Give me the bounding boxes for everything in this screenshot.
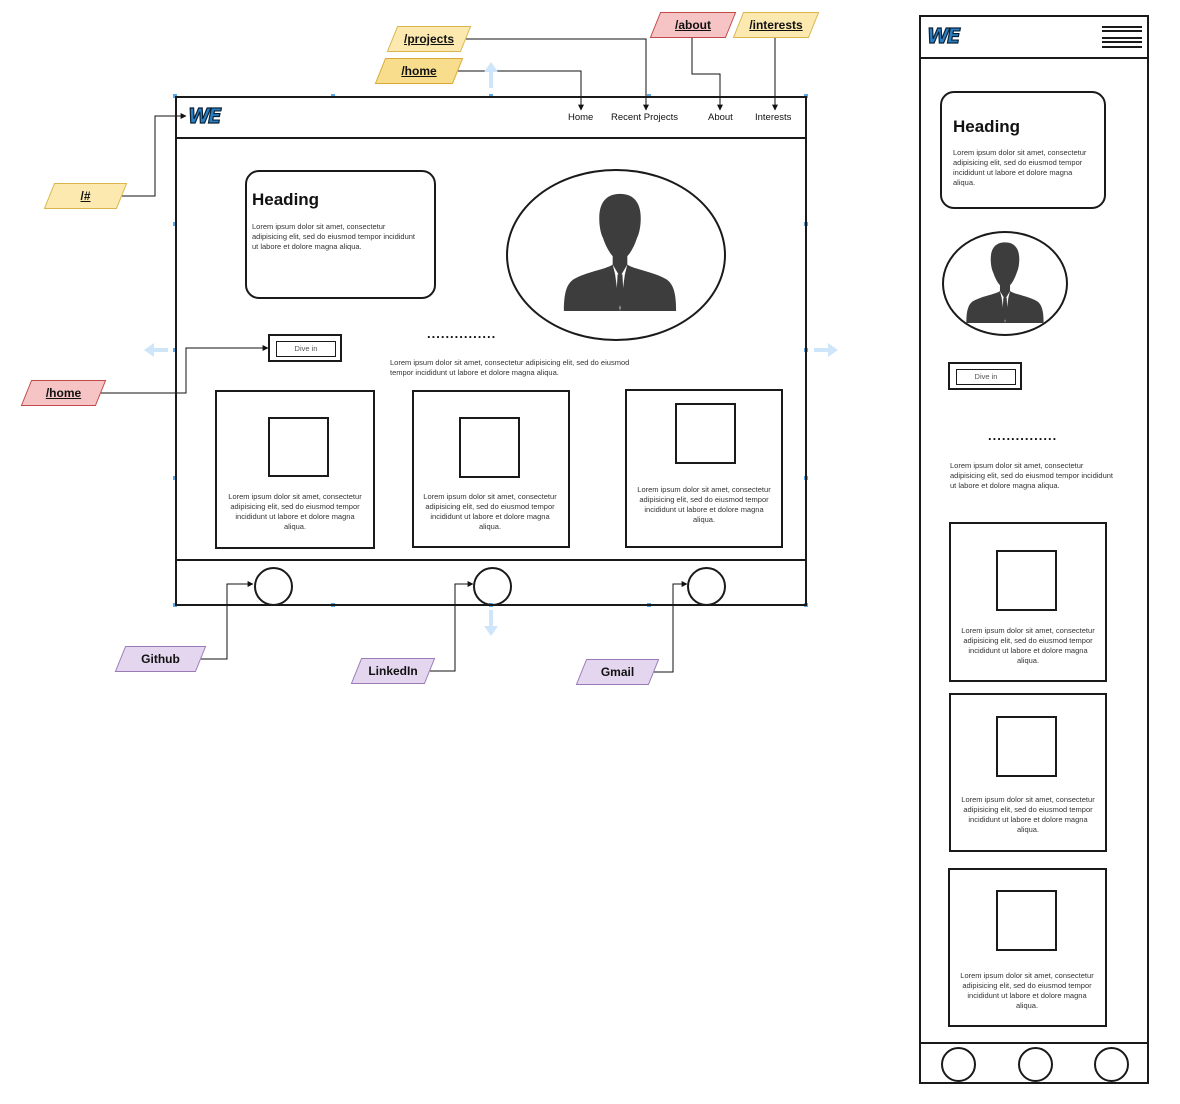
route-tag-home-nav: /home xyxy=(374,58,464,84)
card-text: Lorem ipsum dolor sit amet, consectetur … xyxy=(228,492,362,531)
card-text: Lorem ipsum dolor sit amet, consectetur … xyxy=(637,485,771,524)
route-tag-interests: /interests xyxy=(732,12,820,38)
route-tag-hash: /# xyxy=(43,183,128,209)
desktop-header-divider xyxy=(175,137,807,139)
card-image-placeholder xyxy=(459,417,520,478)
linkedin-icon[interactable] xyxy=(473,567,512,606)
mobile-dive-in-label: Dive in xyxy=(956,369,1016,385)
desktop-nav-recent-projects[interactable]: Recent Projects xyxy=(611,112,679,123)
desktop-footer-divider xyxy=(175,559,807,561)
route-tag-home-button: /home xyxy=(20,380,107,406)
card-image-placeholder xyxy=(996,550,1057,611)
github-icon[interactable] xyxy=(254,567,293,606)
mobile-linkedin-icon[interactable] xyxy=(1018,1047,1053,1082)
card-text: Lorem ipsum dolor sit amet, consectetur … xyxy=(960,971,1094,1010)
route-tag-about: /about xyxy=(649,12,737,38)
mobile-section-text: Lorem ipsum dolor sit amet, consectetur … xyxy=(950,461,1114,490)
card-image-placeholder xyxy=(996,890,1057,951)
desktop-section-text: Lorem ipsum dolor sit amet, consectetur … xyxy=(390,358,630,377)
desktop-heading-box xyxy=(245,170,436,299)
desktop-avatar xyxy=(506,169,726,341)
mobile-gmail-icon[interactable] xyxy=(1094,1047,1129,1082)
desktop-nav-interests[interactable]: Interests xyxy=(755,112,792,123)
mobile-heading-text: Lorem ipsum dolor sit amet, consectetur … xyxy=(953,148,1087,187)
mobile-wireframe xyxy=(919,15,1149,1084)
mobile-heading: Heading xyxy=(953,117,1021,136)
desktop-heading-text: Lorem ipsum dolor sit amet, consectetur … xyxy=(252,222,416,251)
mobile-header-divider xyxy=(919,57,1149,59)
mobile-card-2: Lorem ipsum dolor sit amet, consectetur … xyxy=(949,693,1107,852)
route-tag-projects: /projects xyxy=(386,26,472,52)
mobile-avatar xyxy=(942,231,1068,336)
hamburger-icon[interactable] xyxy=(1102,24,1142,50)
mobile-footer-divider xyxy=(919,1042,1149,1044)
desktop-nav-home[interactable]: Home xyxy=(568,112,594,123)
desktop-dive-in-button[interactable]: Dive in xyxy=(268,334,342,362)
mobile-card-1: Lorem ipsum dolor sit amet, consectetur … xyxy=(949,522,1107,682)
mobile-dive-in-button[interactable]: Dive in xyxy=(948,362,1022,390)
mobile-card-3: Lorem ipsum dolor sit amet, consectetur … xyxy=(948,868,1107,1027)
card-image-placeholder xyxy=(268,417,329,477)
desktop-nav-about[interactable]: About xyxy=(708,112,733,123)
card-text: Lorem ipsum dolor sit amet, consectetur … xyxy=(961,626,1095,665)
person-silhouette-icon xyxy=(966,242,1044,323)
desktop-heading: Heading xyxy=(252,190,320,209)
gmail-icon[interactable] xyxy=(687,567,726,606)
card-image-placeholder xyxy=(996,716,1057,777)
social-tag-gmail: Gmail xyxy=(575,659,660,685)
desktop-card-1: Lorem ipsum dolor sit amet, consectetur … xyxy=(215,390,375,549)
social-tag-github: Github xyxy=(114,646,207,672)
mobile-logo[interactable]: WE xyxy=(926,23,961,48)
person-silhouette-icon xyxy=(563,193,677,311)
social-tag-linkedin: LinkedIn xyxy=(350,658,436,684)
card-text: Lorem ipsum dolor sit amet, consectetur … xyxy=(423,492,557,531)
mobile-section-title: ............... xyxy=(988,428,1058,443)
desktop-card-2: Lorem ipsum dolor sit amet, consectetur … xyxy=(412,390,570,548)
mobile-heading-box xyxy=(940,91,1106,209)
desktop-dive-in-label: Dive in xyxy=(276,341,336,357)
desktop-card-3: Lorem ipsum dolor sit amet, consectetur … xyxy=(625,389,783,548)
card-text: Lorem ipsum dolor sit amet, consectetur … xyxy=(961,795,1095,834)
card-image-placeholder xyxy=(675,403,736,464)
desktop-logo[interactable]: WE xyxy=(187,103,222,128)
mobile-github-icon[interactable] xyxy=(941,1047,976,1082)
desktop-section-title: ............... xyxy=(427,326,497,341)
